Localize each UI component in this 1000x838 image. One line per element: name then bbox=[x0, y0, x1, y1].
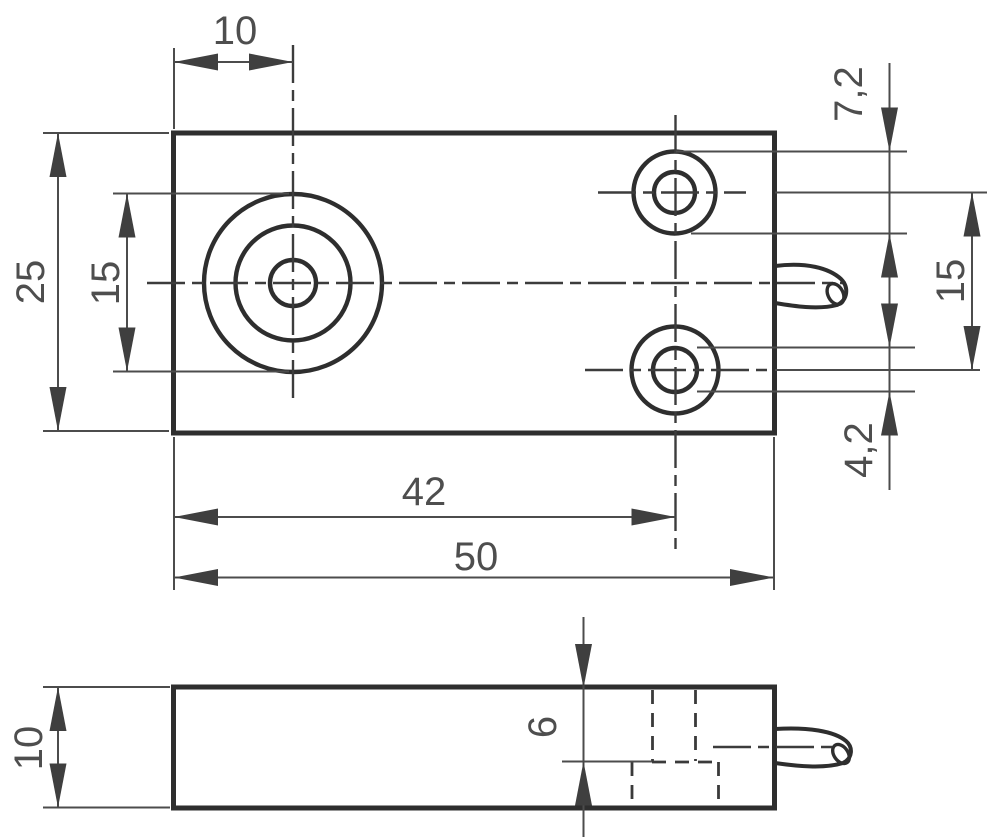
cable-side-view bbox=[713, 726, 853, 769]
dim-label-length: 50 bbox=[454, 535, 499, 579]
arrowhead-top bbox=[963, 192, 981, 237]
arrowhead-left bbox=[174, 569, 218, 586]
arrowhead-right bbox=[631, 508, 676, 526]
side-view bbox=[171, 684, 853, 811]
arrowhead-bottom bbox=[963, 326, 981, 370]
arrowhead-bottom bbox=[118, 327, 136, 372]
dim-label-height: 25 bbox=[9, 260, 53, 305]
arrowhead-left bbox=[174, 508, 218, 526]
arrowhead-up bbox=[881, 391, 898, 436]
arrowhead-left bbox=[174, 53, 218, 71]
arrowhead-down bbox=[881, 107, 898, 152]
cable-front-view bbox=[773, 262, 849, 310]
arrowhead-up bbox=[881, 233, 898, 278]
arrowhead-top bbox=[49, 133, 67, 177]
dim-label-thickness: 10 bbox=[7, 726, 51, 771]
dim-hole-depth: 6 bbox=[521, 617, 652, 837]
dim-label-hole-dia: 4,2 bbox=[837, 422, 881, 478]
dim-label-hole-offset: 42 bbox=[402, 470, 447, 514]
arrowhead-right bbox=[730, 569, 774, 586]
dim-label-top-face-offset: 10 bbox=[213, 9, 258, 53]
dim-label-sensing-circle: 15 bbox=[84, 261, 128, 306]
cable-outline bbox=[773, 262, 849, 310]
front-view bbox=[147, 45, 849, 553]
dim-thickness: 10 bbox=[7, 686, 170, 809]
arrowhead-right bbox=[249, 53, 293, 71]
dim-height: 25 bbox=[9, 132, 169, 432]
dim-hole-offset: 42 bbox=[173, 437, 676, 590]
dim-length: 50 bbox=[174, 437, 775, 590]
side-view-body-outline bbox=[171, 684, 777, 811]
cable-end-cap bbox=[825, 281, 846, 307]
cable-outline bbox=[773, 726, 853, 769]
dim-hole-pitch: 15 bbox=[775, 191, 987, 371]
dim-label-hole-depth: 6 bbox=[521, 716, 565, 738]
arrowhead-bottom bbox=[49, 763, 67, 808]
dim-label-hole-pitch: 15 bbox=[929, 259, 973, 304]
arrowhead-down bbox=[575, 644, 592, 688]
arrowhead-down bbox=[881, 303, 898, 348]
dim-top-face-offset: 10 bbox=[173, 9, 293, 129]
dim-sensing-circle: 15 bbox=[84, 192, 289, 373]
dim-label-counterbore-dia: 7,2 bbox=[827, 66, 871, 122]
arrowhead-up bbox=[575, 761, 592, 806]
arrowhead-bottom bbox=[49, 387, 67, 431]
dim-hole-dia: 4,2 bbox=[697, 303, 915, 478]
arrowhead-top bbox=[118, 193, 136, 238]
cable-end-cap bbox=[830, 742, 852, 766]
arrowhead-top bbox=[49, 687, 67, 731]
